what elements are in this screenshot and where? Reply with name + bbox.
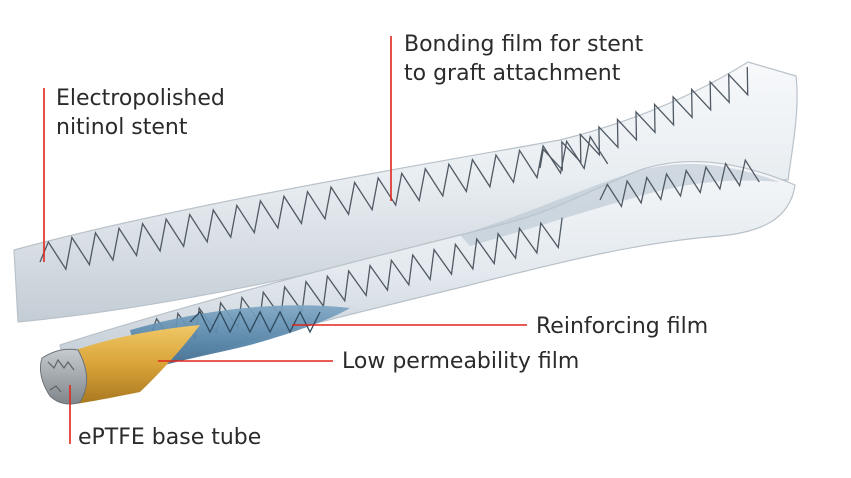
label-bonding-film: Bonding film for stent to graft attachme… (404, 30, 643, 88)
label-eptfe-base-tube: ePTFE base tube (78, 425, 262, 450)
label-reinforcing-film: Reinforcing film (536, 314, 709, 339)
eptfe-tube-rim (47, 358, 75, 393)
label-bonding-film-line-1: Bonding film for stent (404, 32, 644, 57)
label-low-permeability-film: Low permeability film (342, 349, 580, 374)
stent-wire-on-film (189, 310, 321, 334)
stent-wire-upper-2 (539, 66, 749, 172)
low-permeability-film-layer (70, 325, 200, 404)
stent-wire-lower-2 (599, 158, 760, 209)
stent-wire-upper (39, 134, 609, 271)
label-nitinol-stent: Electropolished nitinol stent (56, 84, 225, 142)
label-nitinol-stent-line-2: nitinol stent (56, 115, 188, 140)
label-nitinol-stent-line-1: Electropolished (56, 86, 225, 111)
eptfe-base-tube-layer (39, 348, 87, 405)
label-bonding-film-line-2: to graft attachment (404, 61, 621, 86)
